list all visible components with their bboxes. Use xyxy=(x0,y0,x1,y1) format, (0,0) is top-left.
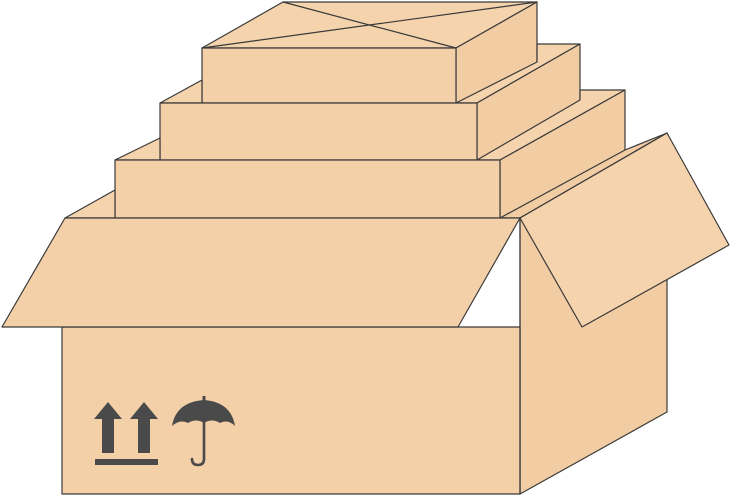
open-box-right-flap xyxy=(519,132,730,328)
second-box-front xyxy=(159,102,478,161)
third-box-front xyxy=(114,159,501,219)
this-way-up-arrows-icon xyxy=(94,402,158,465)
arrow-up-icon xyxy=(130,402,158,453)
open-box-back-flap xyxy=(64,189,116,219)
top-box-lid-cross-line xyxy=(282,1,457,49)
open-box xyxy=(1,132,730,495)
keep-dry-umbrella-icon xyxy=(172,396,235,467)
top-box-front xyxy=(201,47,457,104)
open-box-front xyxy=(61,326,521,495)
open-box-front-flap xyxy=(1,217,521,328)
second-box xyxy=(159,43,581,161)
second-box-lid-left xyxy=(159,79,203,104)
arrow-up-icon xyxy=(94,402,122,453)
umbrella-tip xyxy=(202,396,206,402)
third-box-lid-left xyxy=(114,137,161,161)
umbrella-handle xyxy=(190,420,206,467)
base-bar xyxy=(95,459,158,465)
umbrella-canopy xyxy=(172,400,235,426)
